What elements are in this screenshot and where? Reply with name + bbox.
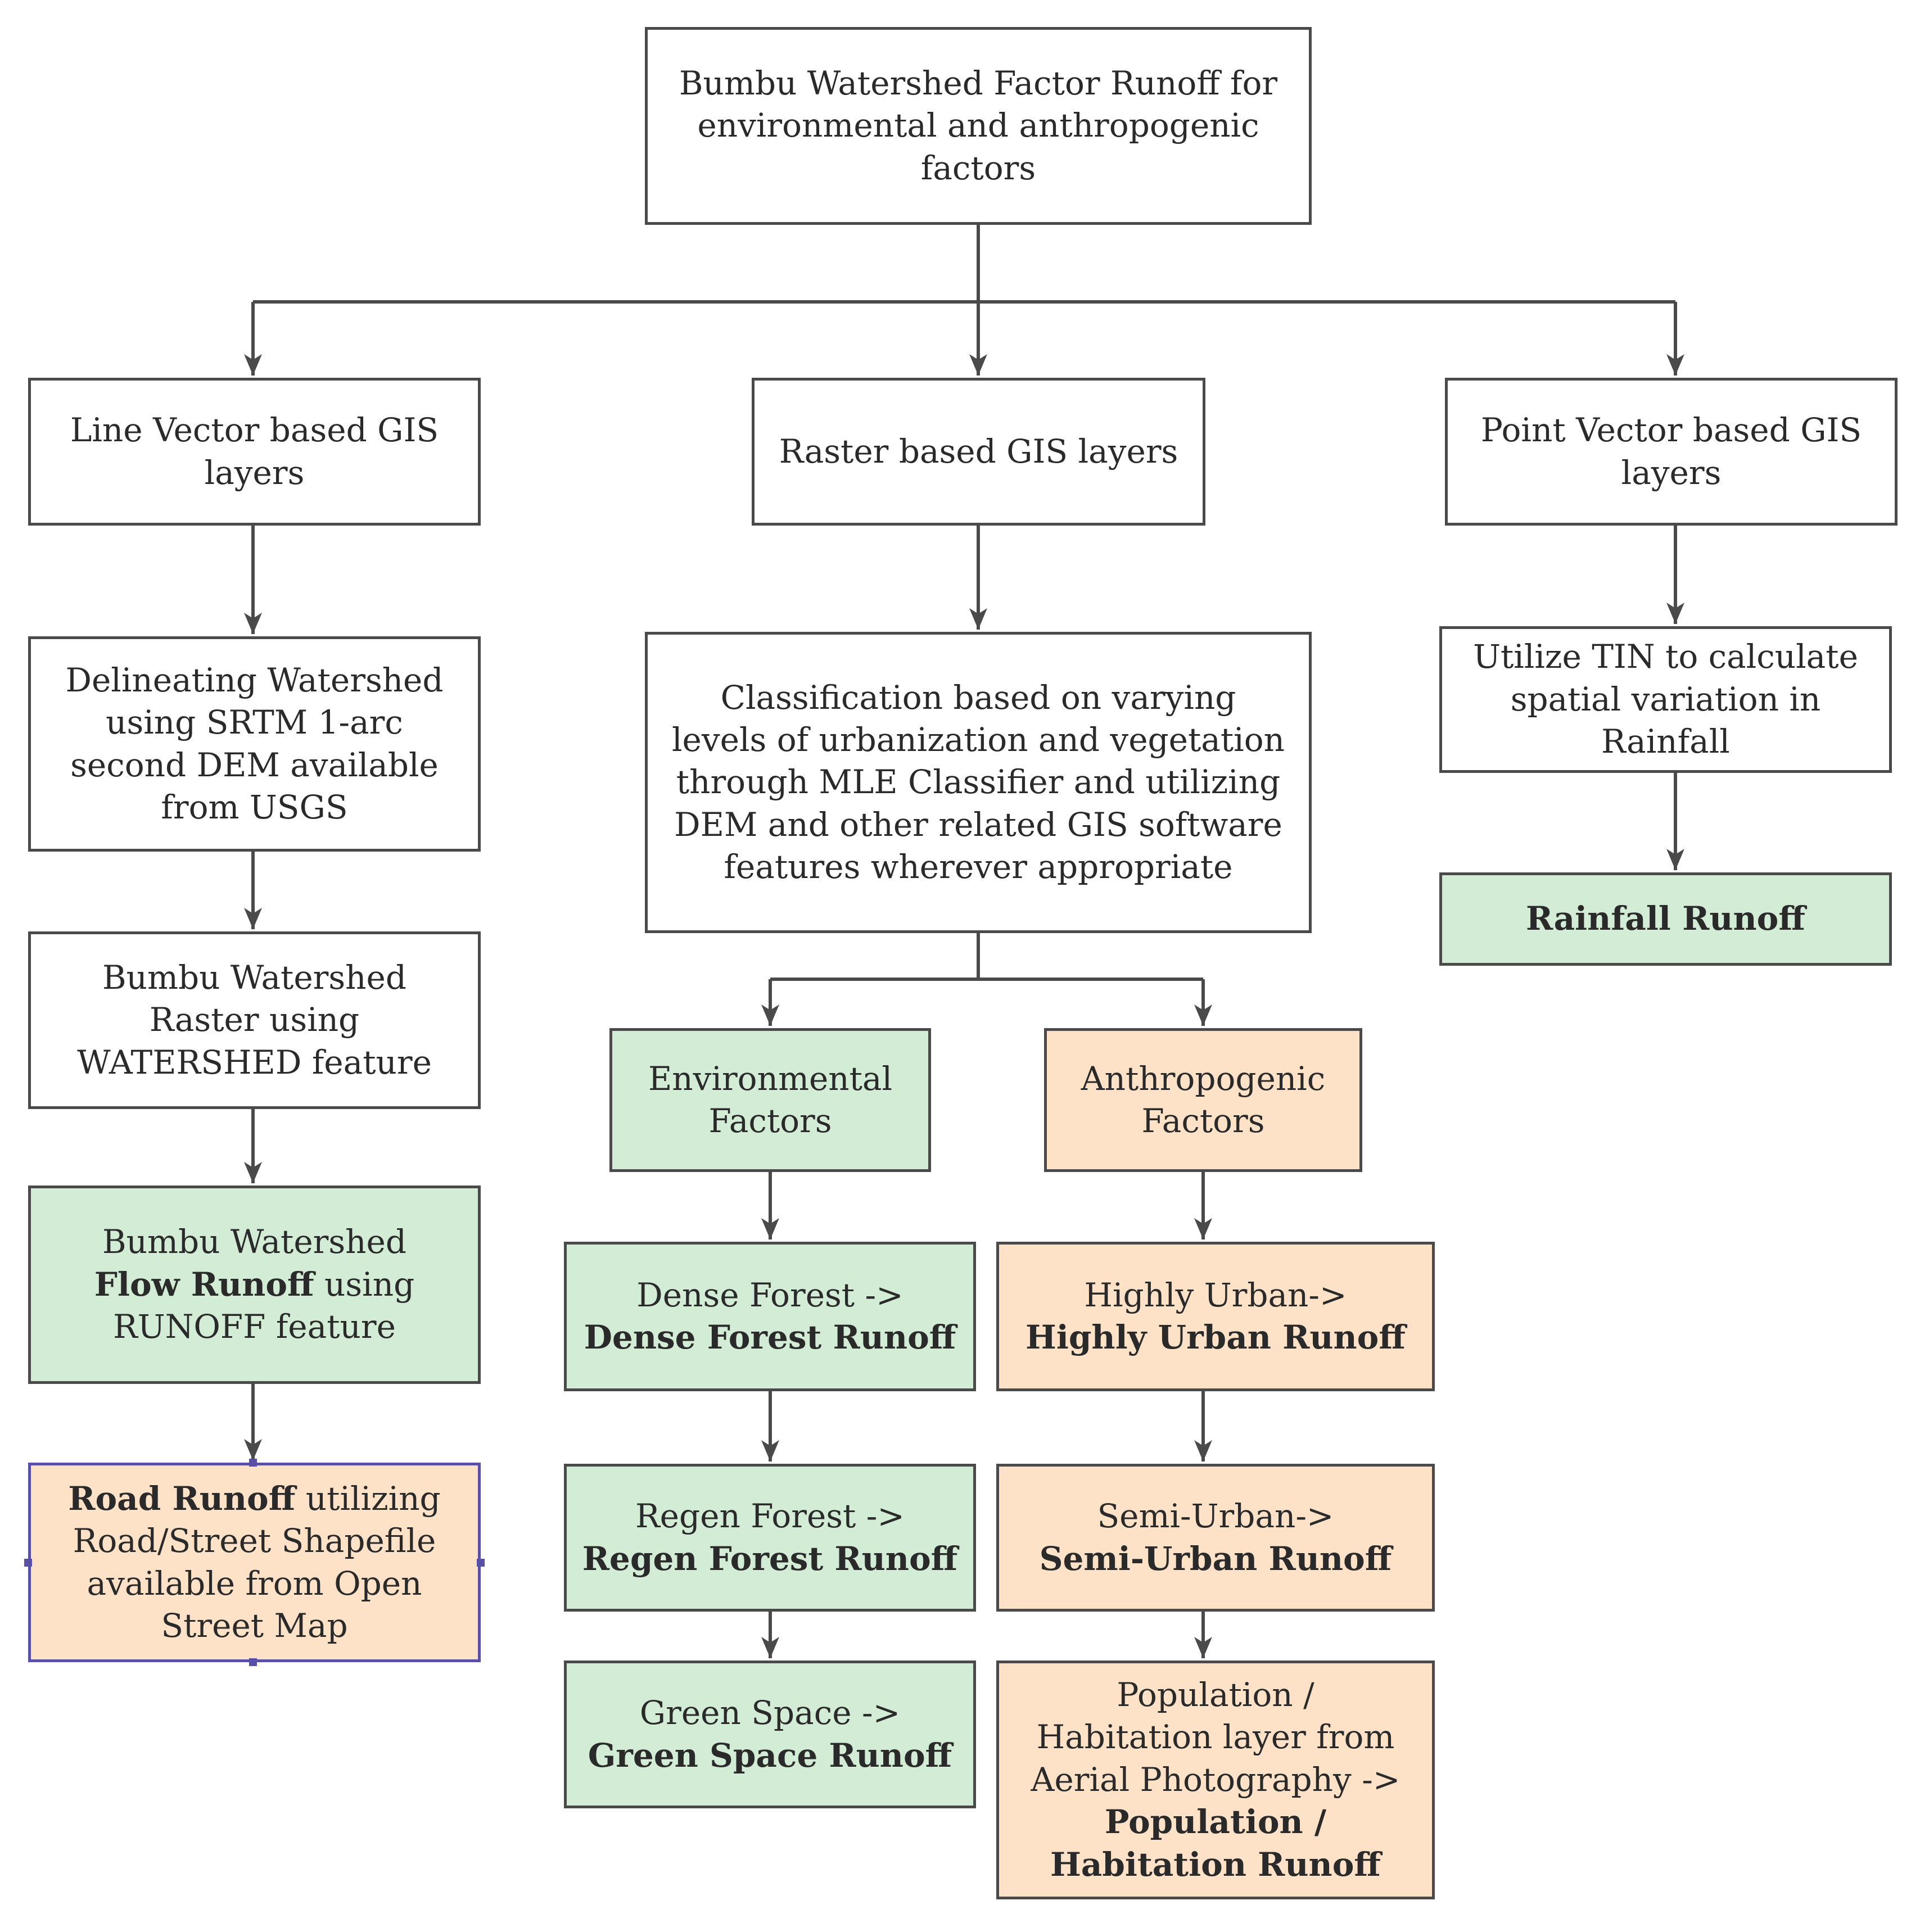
semi-urban-line-2: Semi-Urban Runoff bbox=[1039, 1539, 1392, 1578]
watershed-raster-line-1: Bumbu Watershed bbox=[102, 958, 406, 997]
delineating-node: Delineating Watershed using SRTM 1-arc s… bbox=[28, 636, 481, 852]
environmental-factors-node: Environmental Factors bbox=[609, 1028, 931, 1172]
watershed-raster-node: Bumbu Watershed Raster using WATERSHED f… bbox=[28, 931, 481, 1109]
anthropogenic-line-2: Factors bbox=[1141, 1102, 1265, 1140]
dense-forest-node: Dense Forest -> Dense Forest Runoff bbox=[564, 1242, 976, 1391]
road-runoff-node: Road Runoff utilizing Road/Street Shapef… bbox=[28, 1463, 481, 1662]
road-runoff-line-2: Road/Street Shapefile bbox=[73, 1522, 436, 1560]
dense-forest-line-1: Dense Forest -> bbox=[636, 1275, 903, 1314]
population-node: Population / Habitation layer from Aeria… bbox=[996, 1660, 1435, 1899]
regen-forest-line-1: Regen Forest -> bbox=[635, 1497, 905, 1536]
line-vector-node: Line Vector based GIS layers bbox=[28, 378, 481, 526]
tin-line-3: Rainfall bbox=[1601, 722, 1730, 761]
delineating-line-2: using SRTM 1-arc bbox=[106, 703, 403, 742]
rainfall-runoff-node: Rainfall Runoff bbox=[1439, 872, 1892, 966]
green-space-line-1: Green Space -> bbox=[639, 1694, 901, 1732]
classification-line-2: levels of urbanization and vegetation bbox=[672, 720, 1285, 759]
flow-runoff-node: Bumbu Watershed Flow Runoff using RUNOFF… bbox=[28, 1186, 481, 1384]
road-runoff-bold: Road Runoff bbox=[68, 1479, 296, 1518]
delineating-line-4: from USGS bbox=[161, 788, 348, 826]
point-vector-line-2: layers bbox=[1621, 453, 1722, 492]
flow-runoff-line-3: RUNOFF feature bbox=[113, 1307, 396, 1346]
dense-forest-line-2: Dense Forest Runoff bbox=[584, 1318, 956, 1356]
rainfall-runoff-line-1: Rainfall Runoff bbox=[1526, 899, 1805, 938]
raster-node: Raster based GIS layers bbox=[752, 378, 1205, 526]
selection-handle[interactable] bbox=[249, 1459, 257, 1467]
tin-line-1: Utilize TIN to calculate bbox=[1473, 637, 1858, 676]
population-line-5: Habitation Runoff bbox=[1050, 1845, 1381, 1884]
classification-line-5: features wherever appropriate bbox=[724, 848, 1233, 886]
classification-node: Classification based on varying levels o… bbox=[645, 632, 1312, 933]
raster-line-1: Raster based GIS layers bbox=[779, 432, 1178, 470]
root-node: Bumbu Watershed Factor Runoff for enviro… bbox=[645, 27, 1312, 225]
flow-runoff-line-2: Flow Runoff using bbox=[94, 1264, 414, 1306]
classification-line-3: through MLE Classifier and utilizing bbox=[676, 763, 1281, 802]
population-line-3: Aerial Photography -> bbox=[1031, 1760, 1401, 1799]
semi-urban-line-1: Semi-Urban-> bbox=[1097, 1497, 1334, 1536]
semi-urban-node: Semi-Urban-> Semi-Urban Runoff bbox=[996, 1464, 1435, 1612]
tin-node: Utilize TIN to calculate spatial variati… bbox=[1439, 626, 1892, 773]
classification-line-1: Classification based on varying bbox=[720, 678, 1236, 717]
green-space-node: Green Space -> Green Space Runoff bbox=[564, 1660, 976, 1808]
road-runoff-line-3: available from Open bbox=[87, 1564, 422, 1603]
watershed-raster-line-2: Raster using bbox=[149, 1001, 360, 1039]
delineating-line-1: Delineating Watershed bbox=[65, 660, 444, 699]
flow-runoff-bold: Flow Runoff bbox=[94, 1265, 314, 1304]
population-line-2: Habitation layer from bbox=[1036, 1718, 1395, 1757]
environmental-line-2: Factors bbox=[708, 1102, 832, 1140]
highly-urban-node: Highly Urban-> Highly Urban Runoff bbox=[996, 1242, 1435, 1391]
road-runoff-line-4: Street Map bbox=[161, 1606, 348, 1645]
point-vector-node: Point Vector based GIS layers bbox=[1445, 378, 1898, 526]
green-space-line-2: Green Space Runoff bbox=[588, 1736, 952, 1775]
flow-runoff-rest: using bbox=[314, 1265, 415, 1304]
regen-forest-node: Regen Forest -> Regen Forest Runoff bbox=[564, 1464, 976, 1612]
line-vector-line-1: Line Vector based GIS bbox=[70, 411, 439, 450]
root-line-2: environmental and anthropogenic bbox=[697, 106, 1259, 145]
environmental-line-1: Environmental bbox=[648, 1059, 893, 1098]
root-line-3: factors bbox=[920, 148, 1036, 187]
population-line-4: Population / bbox=[1104, 1803, 1327, 1841]
anthropogenic-line-1: Anthropogenic bbox=[1081, 1059, 1326, 1098]
selection-handle[interactable] bbox=[249, 1658, 257, 1666]
tin-line-2: spatial variation in bbox=[1510, 680, 1821, 718]
highly-urban-line-2: Highly Urban Runoff bbox=[1025, 1318, 1406, 1356]
classification-line-4: DEM and other related GIS software bbox=[674, 805, 1282, 844]
highly-urban-line-1: Highly Urban-> bbox=[1084, 1275, 1347, 1314]
root-line-1: Bumbu Watershed Factor Runoff for bbox=[679, 64, 1278, 102]
flow-runoff-line-1: Bumbu Watershed bbox=[102, 1223, 406, 1261]
regen-forest-line-2: Regen Forest Runoff bbox=[582, 1539, 958, 1578]
anthropogenic-factors-node: Anthropogenic Factors bbox=[1044, 1028, 1362, 1172]
selection-handle[interactable] bbox=[477, 1559, 485, 1567]
point-vector-line-1: Point Vector based GIS bbox=[1480, 411, 1862, 450]
delineating-line-3: second DEM available bbox=[70, 745, 439, 784]
watershed-raster-line-3: WATERSHED feature bbox=[77, 1043, 432, 1082]
road-runoff-rest: utilizing bbox=[295, 1479, 441, 1518]
line-vector-line-2: layers bbox=[204, 453, 305, 492]
road-runoff-line-1: Road Runoff utilizing bbox=[68, 1478, 440, 1520]
selection-handle[interactable] bbox=[24, 1559, 32, 1567]
population-line-1: Population / bbox=[1117, 1676, 1314, 1714]
